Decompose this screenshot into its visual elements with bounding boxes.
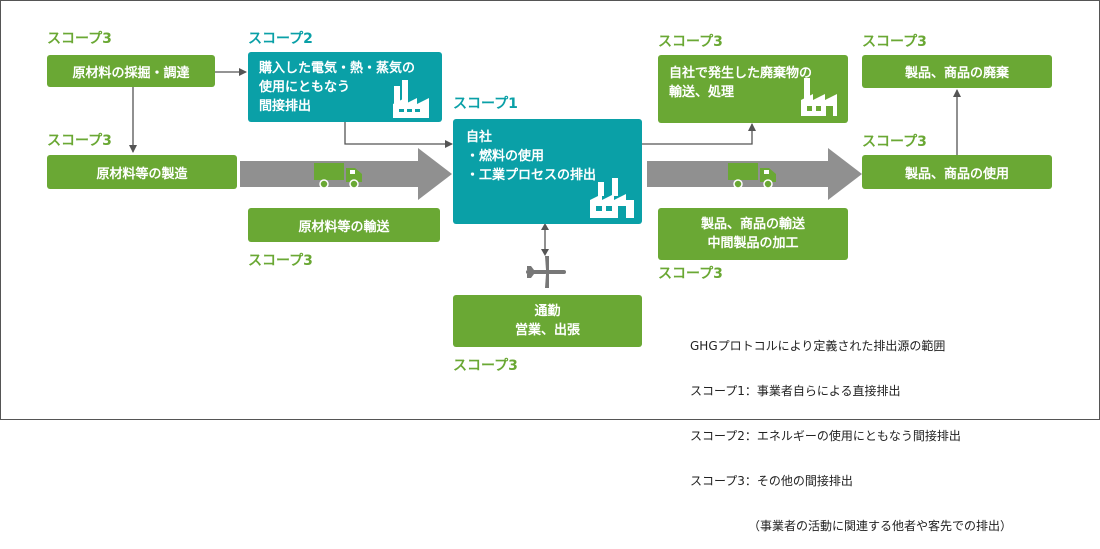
- truck-icon: [314, 163, 362, 189]
- box-product-disposal-text: 製品、商品の廃棄: [904, 66, 1009, 81]
- box-raw-manufacturing-text: 原材料等の製造: [96, 166, 188, 182]
- scope-label-product-disposal: スコープ3: [862, 34, 927, 50]
- box-product-transport-text: 製品、商品の輸送 中間製品の加工: [700, 217, 805, 251]
- legend-title: GHGプロトコルにより定義された排出源の範囲: [690, 339, 946, 353]
- connector-own-commute: [541, 223, 549, 256]
- truck-icon: [728, 163, 776, 189]
- legend-scope3: スコープ3：その他の間接排出: [690, 474, 853, 488]
- legend: GHGプロトコルにより定義された排出源の範囲 スコープ1：事業者自らによる直接排…: [690, 309, 1012, 549]
- scope-label-product-use: スコープ3: [862, 134, 927, 150]
- box-product-use: 製品、商品の使用: [862, 155, 1052, 189]
- box-purchased-energy-text: 購入した電気・熱・蒸気の 使用にともなう 間接排出: [259, 61, 416, 114]
- factory-icon: [393, 80, 429, 118]
- box-raw-extraction: 原材料の採掘・調達: [47, 55, 215, 87]
- scope-label-commute: スコープ3: [453, 358, 518, 374]
- flow-layer: [129, 68, 961, 256]
- legend-scope2: スコープ2：エネルギーの使用にともなう間接排出: [690, 429, 961, 443]
- box-commute-text: 通勤 営業、出張: [514, 304, 580, 338]
- airplane-icon: [526, 256, 566, 288]
- box-product-use-text: 製品、商品の使用: [904, 166, 1009, 182]
- box-product-transport: 製品、商品の輸送 中間製品の加工: [658, 208, 848, 260]
- scope-label-waste: スコープ3: [658, 34, 723, 50]
- box-raw-extraction-text: 原材料の採掘・調達: [72, 65, 190, 81]
- scope-label-raw-extraction: スコープ3: [47, 31, 112, 47]
- scope-label-raw-transport: スコープ3: [248, 253, 313, 269]
- box-raw-transport: 原材料等の輸送: [248, 208, 440, 242]
- box-waste-text: 自社で発生した廃棄物の 輸送、処理: [669, 66, 813, 100]
- box-own-company-text: 自社 ・燃料の使用 ・工業プロセスの排出: [466, 130, 597, 183]
- box-product-disposal: 製品、商品の廃棄: [862, 55, 1052, 88]
- box-raw-transport-text: 原材料等の輸送: [298, 219, 390, 235]
- scope-label-purchased-energy: スコープ2: [248, 31, 313, 47]
- scope-label-raw-manufacturing: スコープ3: [47, 133, 112, 149]
- connector-own-to-waste: [642, 123, 756, 145]
- connector-scope2-to-own: [344, 122, 453, 148]
- box-raw-manufacturing: 原材料等の製造: [47, 155, 237, 189]
- scope-label-own-company: スコープ1: [453, 96, 518, 112]
- legend-scope3-note: （事業者の活動に関連する他者や客先での排出）: [748, 519, 1013, 533]
- legend-scope1: スコープ1：事業者自らによる直接排出: [690, 384, 901, 398]
- box-commute: 通勤 営業、出張: [453, 295, 642, 347]
- scope-label-product-transport: スコープ3: [658, 266, 723, 282]
- factory-icon: [801, 78, 837, 116]
- factory-icon: [590, 178, 634, 218]
